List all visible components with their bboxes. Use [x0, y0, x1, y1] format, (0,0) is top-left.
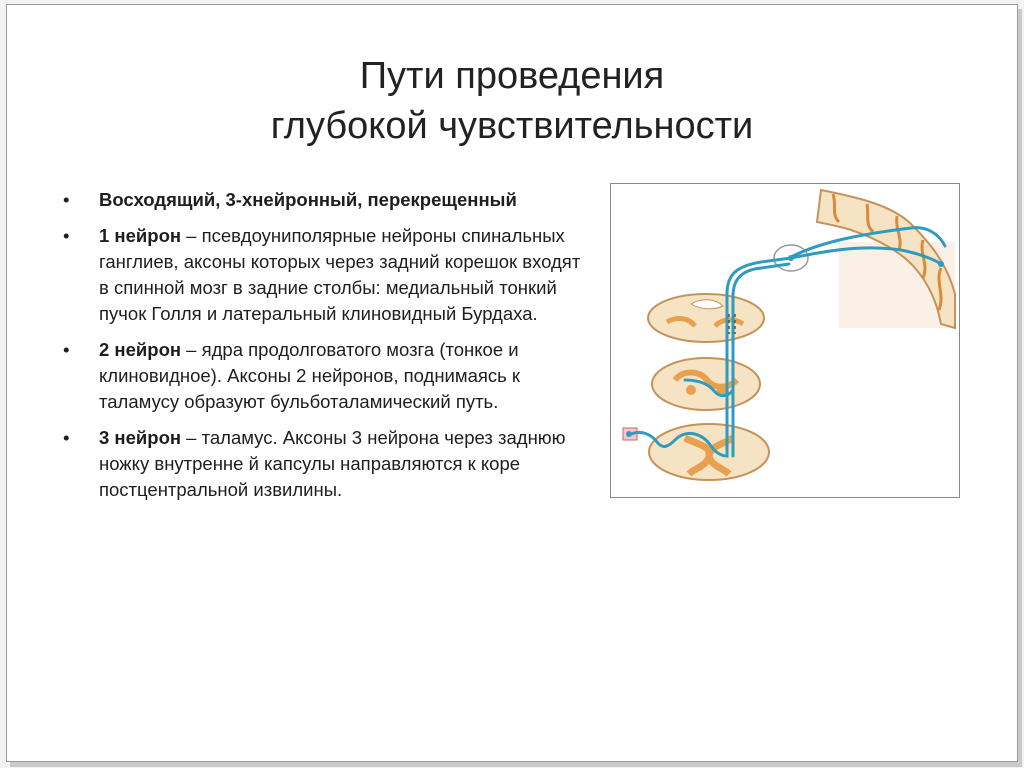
bullet-bold: 3 нейрон	[99, 427, 182, 448]
title-line-2: глубокой чувствительности	[270, 105, 754, 147]
brainstem-slice-upper	[647, 293, 765, 343]
grey-matter	[672, 369, 740, 390]
bullet-item: • 3 нейрон – таламус. Аксоны 3 нейрона ч…	[63, 425, 583, 503]
synapse	[788, 255, 794, 261]
pathway-line	[791, 226, 947, 258]
bullet-dot: •	[63, 189, 70, 210]
bullet-bold: 1 нейрон	[99, 225, 182, 246]
bullet-bold: Восходящий, 3-хнейронный, перекрещенный	[99, 189, 517, 210]
neural-pathway-diagram	[610, 183, 960, 498]
pathway-lines	[629, 226, 947, 458]
bullet-list: • Восходящий, 3-хнейронный, перекрещенны…	[63, 187, 583, 513]
ventricle	[690, 299, 724, 310]
receptor	[626, 431, 632, 437]
pathway-line	[683, 378, 735, 398]
title-line-1: Пути проведения	[359, 55, 665, 97]
bullet-dot: •	[63, 339, 70, 360]
synapse	[938, 261, 944, 267]
cortex-folds	[831, 193, 943, 311]
grey-matter-butterfly	[683, 434, 735, 477]
nucleus	[686, 385, 696, 395]
bullet-item: • 2 нейрон – ядра продолговатого мозга (…	[63, 337, 583, 415]
cortex-gyrus	[815, 188, 956, 330]
bullet-text: – таламус. Аксоны 3 нейрона через заднюю…	[99, 427, 566, 500]
slide: Пути проведения глубокой чувствительност…	[6, 4, 1018, 762]
bullet-dot: •	[63, 427, 70, 448]
neural-pathway-diagram-icon	[622, 188, 956, 481]
pathway-line	[731, 262, 791, 458]
pathway-line	[629, 246, 943, 458]
bullet-item: • Восходящий, 3-хнейронный, перекрещенны…	[63, 187, 583, 213]
bullet-item: • 1 нейрон – псевдоуниполярные нейроны с…	[63, 223, 583, 327]
bullet-bold: 2 нейрон	[99, 339, 182, 360]
slide-title: Пути проведения глубокой чувствительност…	[7, 51, 1017, 151]
bullet-dot: •	[63, 225, 70, 246]
bullet-text: – псевдоуниполярные нейроны спинальных г…	[99, 225, 581, 324]
bullet-text: – ядра продолговатого мозга (тонкое и кл…	[99, 339, 521, 412]
grey-matter	[665, 316, 745, 328]
